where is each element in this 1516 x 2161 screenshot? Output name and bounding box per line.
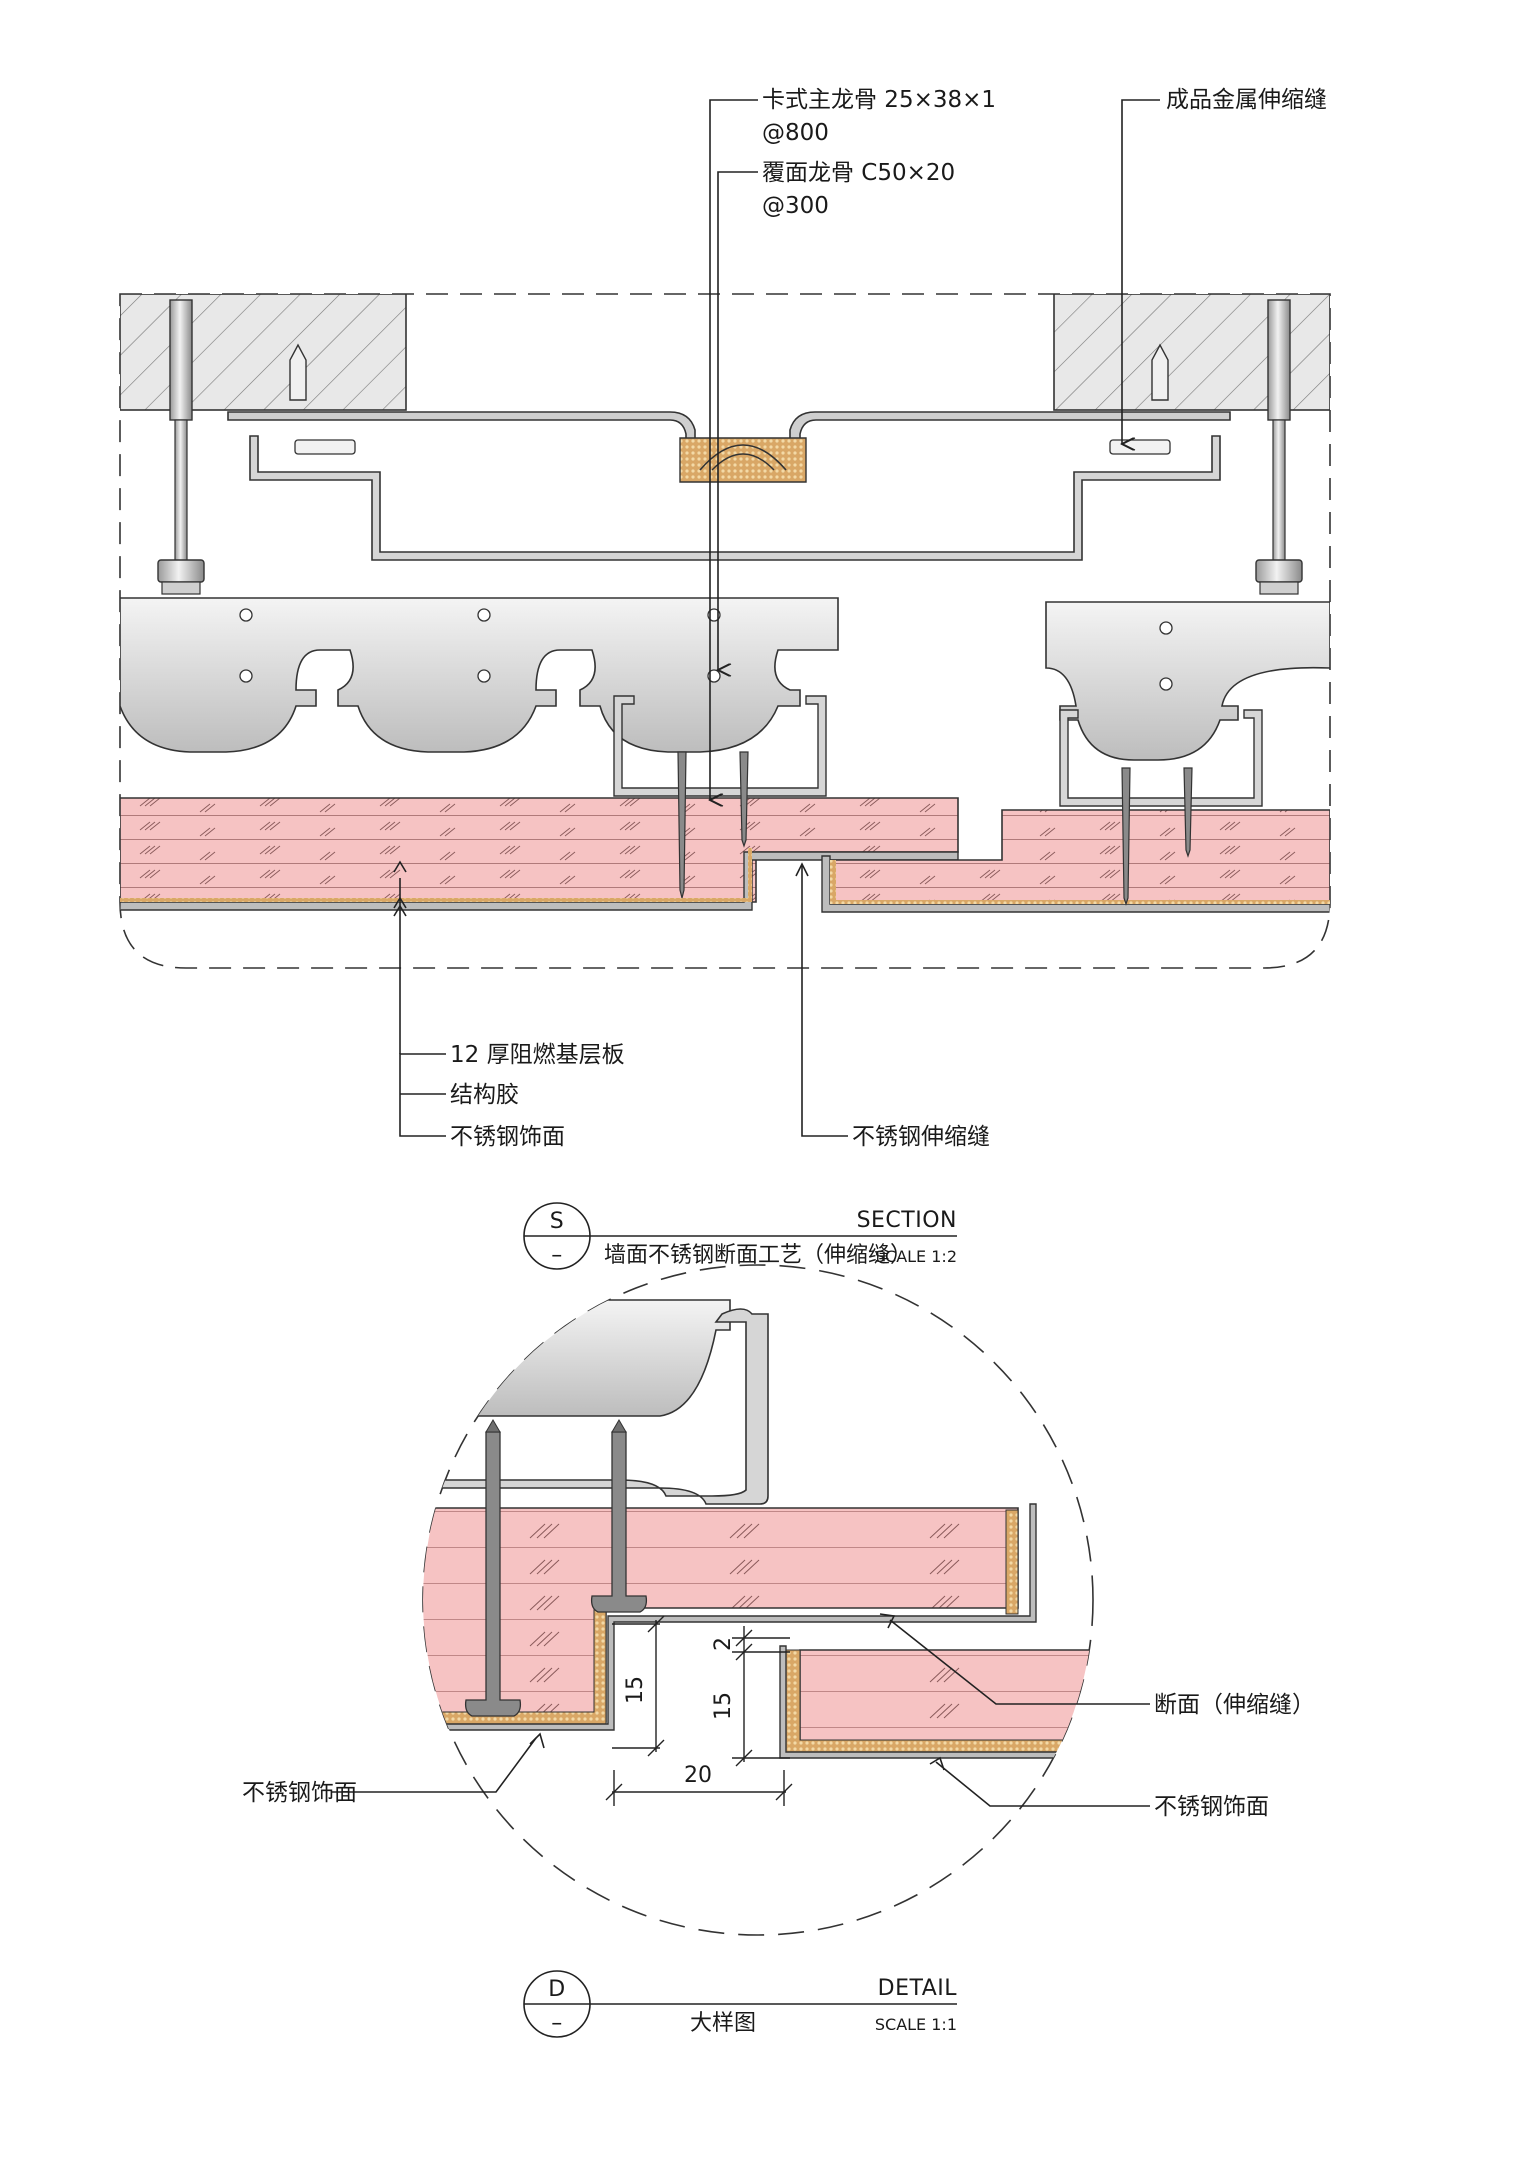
screw-3 bbox=[1121, 767, 1131, 906]
detail-heading: DETAIL bbox=[878, 1976, 958, 2001]
label-steel-finish: 不锈钢饰面 bbox=[450, 1124, 565, 1150]
detail-drawing: 15 15 2 20 断面（伸缩缝） 不锈钢饰面 不锈钢饰面 D – DETAI… bbox=[242, 1264, 1315, 2038]
metal-joint-cover bbox=[227, 411, 1231, 481]
section-boundary bbox=[119, 293, 1331, 969]
detail-dash: – bbox=[551, 2011, 563, 2036]
leader-steel-joint bbox=[801, 866, 848, 1137]
detail-screw-right bbox=[590, 1419, 648, 1613]
label-glue: 结构胶 bbox=[450, 1082, 519, 1108]
label-cover-keel-2: @300 bbox=[762, 193, 829, 219]
section-drawing: 卡式主龙骨 25×38×1 @800 覆面龙骨 C50×20 @300 成品金属… bbox=[119, 87, 1331, 1270]
leader-metal-joint bbox=[1122, 99, 1160, 444]
anchor-bolt-right bbox=[1255, 299, 1303, 595]
plug-anchor-left bbox=[289, 343, 307, 401]
concrete-wall-left bbox=[120, 294, 407, 411]
screw-1 bbox=[677, 751, 687, 899]
section-title-block: S – SECTION 墙面不锈钢断面工艺（伸缩缝） SCALE 1:2 bbox=[523, 1202, 957, 1270]
label-steel-joint: 不锈钢伸缩缝 bbox=[852, 1124, 990, 1150]
detail-board-right bbox=[799, 1649, 1093, 1749]
label-steel-finish-detail-right: 不锈钢饰面 bbox=[1154, 1794, 1269, 1820]
section-subtitle: 墙面不锈钢断面工艺（伸缩缝） bbox=[604, 1243, 912, 1268]
label-main-keel-2: @800 bbox=[762, 120, 829, 146]
detail-scale: SCALE 1:1 bbox=[875, 2015, 957, 2034]
section-heading: SECTION bbox=[857, 1208, 957, 1233]
label-cover-keel-1: 覆面龙骨 C50×20 bbox=[762, 160, 955, 186]
main-keel-right bbox=[1045, 601, 1330, 761]
detail-symbol: D bbox=[548, 1977, 565, 2002]
dim-2: 2 bbox=[711, 1637, 736, 1651]
label-base-board: 12 厚阻燃基层板 bbox=[450, 1042, 625, 1068]
leader-steel-finish-left bbox=[332, 1737, 537, 1793]
leader-main-keel bbox=[710, 99, 758, 800]
cover-keel-left bbox=[613, 695, 827, 797]
channel-frame bbox=[249, 435, 1221, 561]
dimension-lines bbox=[605, 1615, 793, 1806]
label-main-keel-1: 卡式主龙骨 25×38×1 bbox=[762, 87, 996, 113]
dim-15-left: 15 bbox=[623, 1676, 648, 1704]
label-steel-finish-detail-left: 不锈钢饰面 bbox=[242, 1780, 357, 1806]
leader-steel-finish-right bbox=[935, 1761, 1150, 1807]
plug-anchor-right bbox=[1151, 343, 1169, 401]
label-metal-joint: 成品金属伸缩缝 bbox=[1166, 87, 1327, 113]
anchor-bolt-left bbox=[157, 299, 205, 595]
steel-finish-right bbox=[821, 855, 1330, 913]
detail-glue-left-top bbox=[1005, 1509, 1019, 1615]
detail-title-block: D – DETAIL 大样图 SCALE 1:1 bbox=[523, 1970, 958, 2038]
detail-main-keel bbox=[423, 1299, 731, 1417]
leader-joint-section bbox=[889, 1619, 1150, 1705]
screw-2 bbox=[739, 751, 749, 848]
cover-keel-right bbox=[1059, 709, 1263, 807]
dim-15-right: 15 bbox=[711, 1692, 736, 1720]
leader-board-stack bbox=[399, 1053, 446, 1137]
leader-cover-keel bbox=[718, 171, 758, 670]
section-dash: – bbox=[551, 1243, 563, 1268]
section-scale: SCALE 1:2 bbox=[875, 1247, 957, 1266]
detail-cover-keel bbox=[423, 1308, 769, 1505]
joint-rubber-seal bbox=[679, 437, 807, 483]
label-joint-section: 断面（伸缩缝） bbox=[1154, 1692, 1315, 1718]
detail-steel-finish-left bbox=[423, 1503, 1037, 1731]
detail-subtitle: 大样图 bbox=[690, 2011, 756, 2036]
screw-4 bbox=[1183, 767, 1193, 858]
dim-20: 20 bbox=[684, 1763, 712, 1788]
detail-screw-left bbox=[464, 1419, 522, 1717]
section-symbol: S bbox=[550, 1209, 564, 1234]
